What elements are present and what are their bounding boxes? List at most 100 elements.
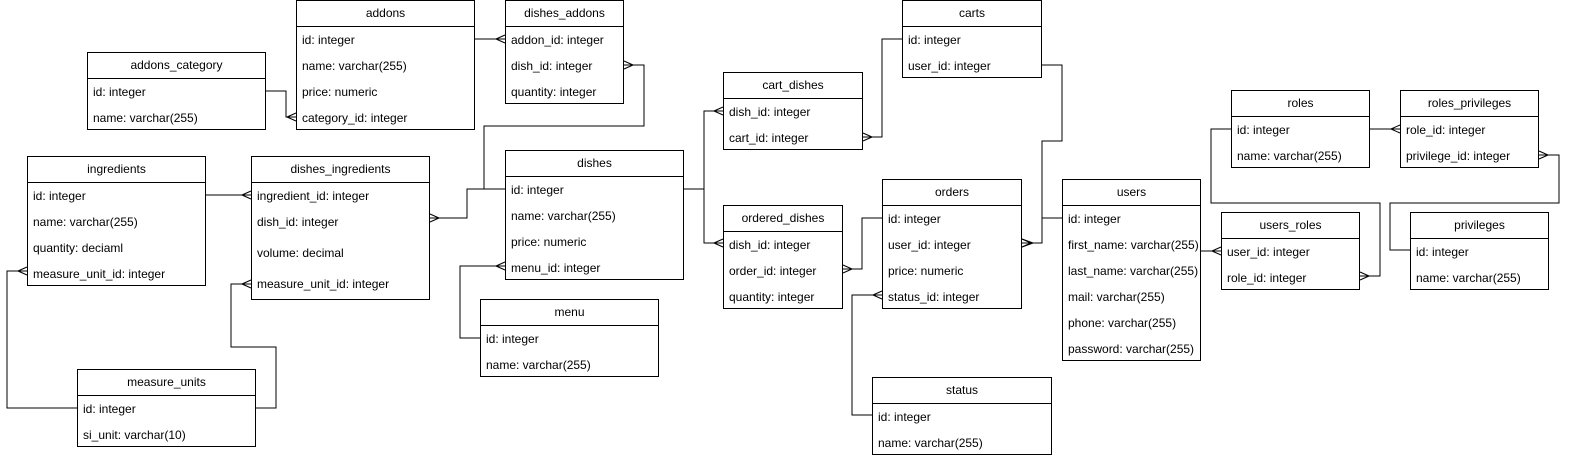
crows-foot-icon [623, 60, 634, 70]
entity-field: quantity: integer [729, 290, 815, 304]
entity-field: id: integer [888, 212, 941, 226]
crows-foot-icon [1021, 238, 1034, 248]
entity-title: menu [481, 300, 658, 326]
crows-foot-icon [1211, 246, 1222, 256]
entity-field: id: integer [878, 410, 931, 424]
entity-title: privileges [1411, 213, 1548, 239]
entity-field: ingredient_id: integer [257, 189, 370, 203]
entity-field: quantity: integer [511, 85, 597, 99]
entity-field: role_id: integer [1227, 271, 1307, 285]
crows-foot-icon [842, 264, 853, 274]
entity-field: dish_id: integer [511, 59, 593, 73]
entity-field: id: integer [486, 332, 539, 346]
rel-dishes-dishes-ingredients [430, 188, 505, 219]
entity-title: cart_dishes [724, 73, 862, 99]
entity-field: id: integer [908, 33, 961, 47]
entity-field: id: integer [1237, 123, 1290, 137]
entity-addons[interactable]: addons id: integer name: varchar(255) pr… [296, 0, 475, 130]
crows-foot-icon [1359, 271, 1370, 281]
entity-title: dishes [506, 151, 683, 177]
crows-foot-icon [1538, 150, 1549, 160]
entity-title: users_roles [1222, 213, 1359, 239]
entity-title: measure_units [78, 370, 255, 396]
entity-field: phone: varchar(255) [1068, 316, 1177, 330]
entity-field: id: integer [511, 183, 564, 197]
entity-dishes-addons[interactable]: dishes_addons addon_id: integer dish_id:… [505, 0, 624, 104]
rel-carts-cart-dishes [863, 38, 902, 138]
entity-title: users [1063, 180, 1200, 206]
entity-field: name: varchar(255) [93, 111, 198, 125]
crows-foot-icon [429, 213, 440, 223]
entity-users-roles[interactable]: users_roles user_id: integer role_id: in… [1221, 212, 1360, 290]
crows-foot-icon [241, 279, 252, 289]
entity-roles[interactable]: roles id: integer name: varchar(255) [1231, 90, 1370, 168]
rel-dishes-cart-dishes [684, 110, 723, 190]
entity-field: user_id: integer [888, 238, 971, 252]
entity-field: user_id: integer [1227, 245, 1310, 259]
entity-orders[interactable]: orders id: integer user_id: integer pric… [882, 179, 1022, 309]
entity-field: cart_id: integer [729, 131, 809, 145]
entity-field: first_name: varchar(255) [1068, 238, 1199, 252]
entity-field: price: numeric [511, 235, 587, 249]
entity-title: ordered_dishes [724, 206, 842, 232]
entity-field: id: integer [302, 33, 355, 47]
crows-foot-icon [495, 34, 506, 44]
entity-title: ingredients [28, 157, 205, 183]
entity-field: password: varchar(255) [1068, 342, 1195, 356]
rel-dishes-ordered-dishes [684, 188, 723, 244]
entity-dishes-ingredients[interactable]: dishes_ingredients ingredient_id: intege… [251, 156, 430, 300]
crows-foot-icon [286, 112, 297, 122]
entity-title: carts [903, 1, 1041, 27]
rel-addons-category-addons [266, 90, 296, 118]
entity-status[interactable]: status id: integer name: varchar(255) [872, 377, 1052, 455]
entity-cart-dishes[interactable]: cart_dishes dish_id: integer cart_id: in… [723, 72, 863, 150]
entity-carts[interactable]: carts id: integer user_id: integer [902, 0, 1042, 78]
entity-field: category_id: integer [302, 111, 408, 125]
entity-field: id: integer [83, 402, 136, 416]
entity-field: measure_unit_id: integer [33, 267, 166, 281]
entity-title: addons [297, 1, 474, 27]
entity-field: menu_id: integer [511, 261, 601, 275]
entity-privileges[interactable]: privileges id: integer name: varchar(255… [1410, 212, 1549, 290]
entity-field: name: varchar(255) [486, 358, 591, 372]
entity-field: si_unit: varchar(10) [83, 428, 186, 442]
entity-field: price: numeric [888, 264, 964, 278]
entity-title: addons_category [88, 53, 265, 79]
entity-addons-category[interactable]: addons_category id: integer name: varcha… [87, 52, 266, 130]
entity-field: dish_id: integer [729, 105, 811, 119]
entity-field: last_name: varchar(255) [1068, 264, 1199, 278]
rel-users-orders [1022, 217, 1062, 244]
entity-field: price: numeric [302, 85, 378, 99]
entity-field: quantity: deciaml [33, 241, 124, 255]
crows-foot-icon [713, 238, 724, 248]
entity-measure-units[interactable]: measure_units id: integer si_unit: varch… [77, 369, 256, 447]
entity-users[interactable]: users id: integer first_name: varchar(25… [1062, 179, 1201, 361]
entity-field: volume: decimal [257, 246, 344, 260]
entity-field: privilege_id: integer [1406, 149, 1511, 163]
entity-field: name: varchar(255) [33, 215, 138, 229]
crows-foot-icon [495, 261, 506, 271]
crows-foot-icon [713, 106, 724, 116]
entity-field: dish_id: integer [729, 238, 811, 252]
entity-title: dishes_ingredients [252, 157, 429, 183]
crows-foot-icon [1021, 238, 1032, 248]
rel-orders-ordered-dishes [843, 217, 882, 270]
crows-foot-icon [872, 290, 883, 300]
entity-field: name: varchar(255) [511, 209, 616, 223]
entity-field: name: varchar(255) [1237, 149, 1342, 163]
entity-field: order_id: integer [729, 264, 817, 278]
entity-title: dishes_addons [506, 1, 623, 27]
crows-foot-icon [862, 132, 873, 142]
entity-dishes[interactable]: dishes id: integer name: varchar(255) pr… [505, 150, 684, 280]
crows-foot-icon [241, 190, 252, 200]
entity-field: status_id: integer [888, 290, 980, 304]
entity-field: id: integer [1068, 212, 1121, 226]
entity-field: name: varchar(255) [878, 436, 983, 450]
entity-ingredients[interactable]: ingredients id: integer name: varchar(25… [27, 156, 206, 286]
entity-roles-privileges[interactable]: roles_privileges role_id: integer privil… [1400, 90, 1539, 168]
entity-title: roles_privileges [1401, 91, 1538, 117]
entity-field: name: varchar(255) [302, 59, 407, 73]
entity-menu[interactable]: menu id: integer name: varchar(255) [480, 299, 659, 377]
entity-ordered-dishes[interactable]: ordered_dishes dish_id: integer order_id… [723, 205, 843, 309]
